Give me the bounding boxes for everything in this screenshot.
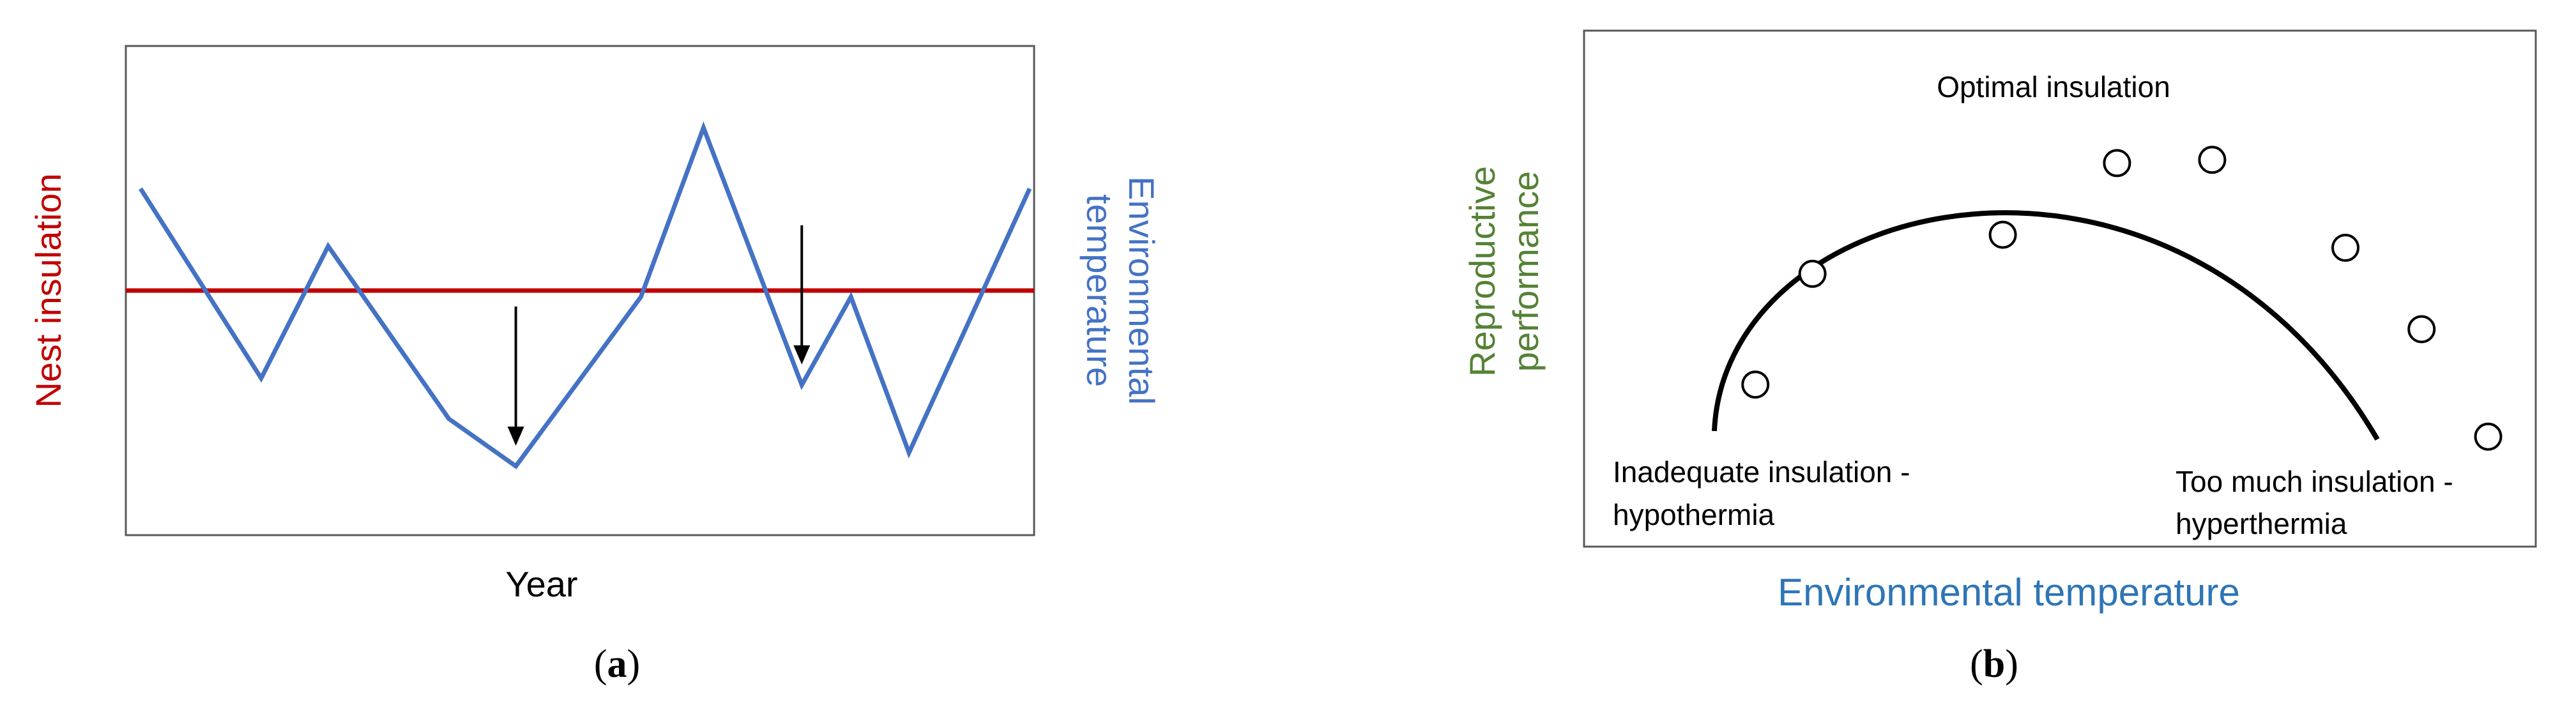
caption-b-close: ) — [2005, 642, 2018, 686]
environmental-temperature-label-2: temperature — [1079, 194, 1120, 387]
inadequate-insulation-label-1: Inadequate insulation - — [1613, 455, 1910, 489]
too-much-insulation-label-2: hyperthermia — [2176, 507, 2347, 540]
too-much-insulation-label-1: Too much insulation - — [2176, 465, 2453, 498]
data-point-4 — [2103, 149, 2131, 178]
environmental-temperature-axis-label: Environmental temperature — [1778, 571, 2240, 614]
data-points — [1741, 146, 2503, 451]
caption-b-letter: b — [1983, 642, 2005, 686]
data-point-5 — [2198, 146, 2227, 174]
arrow-head-2 — [793, 345, 811, 365]
reproductive-performance-label-1: Reproductive — [1462, 166, 1502, 377]
caption-a-close: ) — [627, 642, 641, 686]
environmental-temperature-line — [139, 121, 1032, 469]
caption-a: (a) — [594, 642, 640, 686]
panel-a: Nest insulation Environmental temperatur… — [28, 45, 1162, 686]
caption-a-letter: a — [607, 642, 627, 686]
data-point-1 — [1741, 370, 1770, 399]
caption-b: (b) — [1970, 642, 2018, 686]
caption-a-open: ( — [594, 642, 607, 686]
data-point-7 — [2407, 315, 2436, 344]
arrow-markers — [507, 225, 811, 446]
optimal-insulation-label: Optimal insulation — [1937, 70, 2170, 103]
data-point-6 — [2331, 234, 2359, 262]
reproductive-performance-label-2: performance — [1505, 171, 1546, 372]
environmental-temperature-label-1: Environmental — [1122, 176, 1162, 405]
panel-b: Reproductive performance Optimal insulat… — [1462, 29, 2537, 686]
arrow-head-1 — [507, 427, 524, 446]
caption-b-open: ( — [1970, 642, 1983, 686]
year-label: Year — [505, 564, 577, 604]
performance-curve — [1712, 210, 2380, 441]
nest-insulation-label: Nest insulation — [28, 173, 68, 407]
data-point-3 — [1988, 220, 2017, 249]
panel-b-frame — [1583, 29, 2537, 548]
data-point-2 — [1798, 259, 1827, 288]
data-point-8 — [2474, 422, 2503, 451]
inadequate-insulation-label-2: hypothermia — [1613, 498, 1775, 531]
